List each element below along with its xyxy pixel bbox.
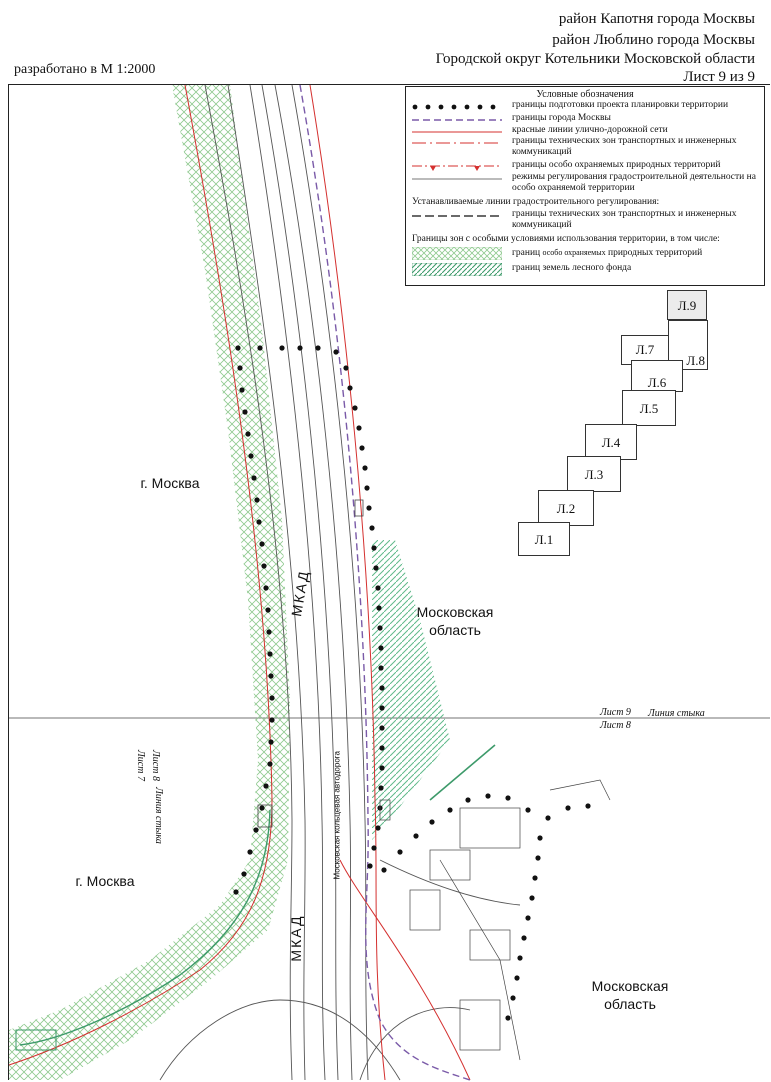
label-sheet-8-vertical: Лист 8 — [149, 750, 161, 781]
red-dash-icon — [412, 142, 502, 144]
legend-item-tech-zones: границы технических зон транспортных и и… — [412, 136, 760, 160]
legend-item-project-boundary: границы подготовки проекта планировки те… — [412, 100, 760, 112]
label-ring-road: Московская кольцевая автодорога — [332, 751, 342, 880]
legend-label: границ земель лесного фонда — [512, 263, 632, 273]
legend-label: режимы регулирования градостроительной д… — [512, 172, 756, 193]
legend-item-regulation-modes: режимы регулирования градостроительной д… — [412, 172, 760, 196]
label-mo-north-2: область — [429, 622, 481, 638]
green-hatch-icon — [412, 263, 502, 276]
legend-item-protected-boundary: границы особо охраняемых природных терри… — [412, 160, 760, 172]
sheet-index-9[interactable]: Л.9 — [667, 290, 707, 320]
gray-line-icon — [412, 178, 502, 180]
label-join-line: Линия стыка — [648, 708, 705, 719]
legend-label-protected: границ особо охраняемых природных террит… — [512, 248, 703, 258]
label-mo-south-1: Московская — [591, 978, 669, 994]
black-dots-icon — [412, 104, 496, 110]
legend-label: границы подготовки проекта планировки те… — [512, 100, 729, 110]
legend-label: красные линии улично-дорожной сети — [512, 125, 668, 135]
label-mkad-south: МКАД — [288, 914, 304, 962]
label-mo-north-1: Московская — [416, 604, 494, 620]
label-moscow-north: г. Москва — [140, 475, 200, 491]
label-mo-south-2: область — [604, 996, 656, 1012]
legend-label: границы технических зон транспортных и и… — [512, 136, 737, 157]
sheet-index-5[interactable]: Л.5 — [622, 390, 676, 426]
protected-territory-zone — [9, 85, 290, 1080]
label-sheet-8: Лист 8 — [600, 720, 631, 731]
label-sheet-7-vertical: Лист 7 — [134, 750, 146, 781]
legend-label: границы технических зон транспортных и и… — [512, 209, 737, 230]
green-crosshatch-icon — [412, 247, 502, 260]
header-kotelniki: Городской округ Котельники Московской об… — [435, 51, 755, 67]
sheet-index-1[interactable]: Л.1 — [518, 522, 570, 556]
moscow-boundary — [299, 84, 471, 1081]
legend-section-special-zones: Границы зон с особыми условиями использо… — [412, 234, 720, 244]
legend-section-established: Устанавливаемые линии градостроительного… — [412, 197, 660, 207]
red-lines — [8, 84, 471, 1081]
built-up-area — [379, 779, 611, 1061]
forest-fund-zone — [372, 540, 450, 840]
header-district-kapotnya: район Капотня города Москвы — [558, 11, 755, 27]
project-boundary-dots — [233, 345, 591, 1021]
red-line-icon — [412, 131, 502, 133]
legend-item-red-lines: красные линии улично-дорожной сети — [412, 125, 760, 137]
red-triangles-icon — [412, 165, 502, 171]
sheet-index-2[interactable]: Л.2 — [538, 490, 594, 526]
map-frame — [8, 84, 770, 1080]
header-sheet-number: Лист 9 из 9 — [683, 69, 755, 85]
legend-label: границы особо охраняемых природных терри… — [512, 160, 721, 170]
label-sheet-9: Лист 9 — [600, 707, 631, 718]
legend-item-established-tech-zones: границы технических зон транспортных и и… — [412, 209, 760, 233]
scale-note: разработано в М 1:2000 — [14, 62, 156, 77]
sheet-index-3[interactable]: Л.3 — [567, 456, 621, 492]
legend-title: Условные обозначения — [536, 89, 634, 100]
legend-item-protected-zone: границ особо охраняемых природных террит… — [412, 247, 760, 261]
label-join-line-vertical: Линия стыка — [152, 787, 164, 844]
sheet-index-6[interactable]: Л.6 — [631, 360, 683, 392]
header-district-lyublino: район Люблино города Москвы — [552, 32, 755, 48]
legend-label: границы города Москвы — [512, 113, 611, 123]
label-moscow-south: г. Москва — [75, 873, 135, 889]
legend-item-forest-fund: границ земель лесного фонда — [412, 263, 760, 277]
sheet-index-4[interactable]: Л.4 — [585, 424, 637, 460]
forest-green-line — [429, 744, 496, 801]
legend-item-moscow-boundary: границы города Москвы — [412, 113, 760, 125]
black-dash-icon — [412, 215, 502, 217]
protected-outline — [19, 809, 271, 1046]
mkad-road — [159, 84, 521, 1081]
legend: Условные обозначения границы подготовки … — [405, 86, 765, 286]
purple-dash-icon — [412, 119, 502, 121]
